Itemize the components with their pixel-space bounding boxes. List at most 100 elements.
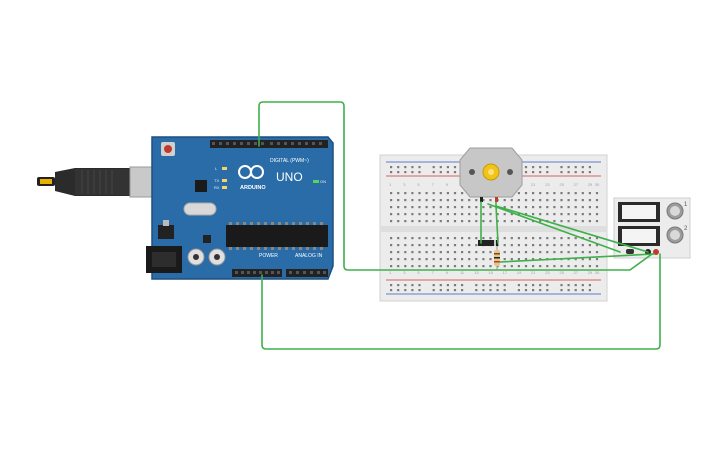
- terminal-hole[interactable]: [489, 251, 492, 254]
- rail-hole[interactable]: [560, 166, 563, 169]
- terminal-hole[interactable]: [539, 265, 542, 268]
- terminal-hole[interactable]: [524, 258, 528, 261]
- terminal-hole[interactable]: [397, 244, 400, 247]
- rail-hole[interactable]: [404, 171, 407, 174]
- terminal-hole[interactable]: [496, 213, 499, 216]
- terminal-hole[interactable]: [546, 265, 549, 268]
- terminal-hole[interactable]: [510, 251, 513, 254]
- rail-hole[interactable]: [496, 289, 499, 292]
- terminal-hole[interactable]: [397, 258, 400, 261]
- terminal-hole[interactable]: [524, 199, 528, 202]
- terminal-hole[interactable]: [439, 220, 442, 223]
- terminal-hole[interactable]: [446, 251, 449, 254]
- terminal-hole[interactable]: [468, 258, 471, 261]
- rail-hole[interactable]: [574, 289, 577, 292]
- terminal-hole[interactable]: [553, 237, 556, 240]
- rail-hole[interactable]: [453, 289, 457, 292]
- terminal-hole[interactable]: [453, 213, 457, 216]
- terminal-hole[interactable]: [532, 258, 535, 261]
- terminal-hole[interactable]: [446, 237, 449, 240]
- terminal-hole[interactable]: [425, 220, 428, 223]
- terminal-hole[interactable]: [411, 220, 414, 223]
- rail-hole[interactable]: [546, 284, 549, 287]
- terminal-hole[interactable]: [482, 220, 485, 223]
- rail-hole[interactable]: [446, 171, 449, 174]
- terminal-hole[interactable]: [453, 220, 457, 223]
- terminal-hole[interactable]: [404, 251, 407, 254]
- terminal-hole[interactable]: [595, 237, 599, 240]
- terminal-hole[interactable]: [595, 258, 599, 261]
- terminal-hole[interactable]: [397, 251, 400, 254]
- terminal-hole[interactable]: [482, 258, 485, 261]
- terminal-hole[interactable]: [489, 199, 492, 202]
- terminal-hole[interactable]: [439, 258, 442, 261]
- terminal-hole[interactable]: [546, 237, 549, 240]
- terminal-hole[interactable]: [517, 220, 520, 223]
- terminal-hole[interactable]: [503, 244, 506, 247]
- terminal-hole[interactable]: [517, 237, 520, 240]
- terminal-hole[interactable]: [567, 213, 570, 216]
- terminal-hole[interactable]: [390, 237, 393, 240]
- terminal-hole[interactable]: [468, 237, 471, 240]
- terminal-hole[interactable]: [439, 244, 442, 247]
- rail-hole[interactable]: [418, 284, 421, 287]
- terminal-hole[interactable]: [595, 244, 599, 247]
- rail-hole[interactable]: [567, 166, 570, 169]
- terminal-hole[interactable]: [581, 206, 584, 209]
- terminal-hole[interactable]: [390, 213, 393, 216]
- rail-hole[interactable]: [432, 166, 435, 169]
- rail-hole[interactable]: [475, 284, 478, 287]
- terminal-hole[interactable]: [453, 237, 457, 240]
- rail-hole[interactable]: [539, 289, 542, 292]
- terminal-hole[interactable]: [461, 199, 464, 202]
- terminal-hole[interactable]: [432, 258, 435, 261]
- terminal-hole[interactable]: [510, 220, 513, 223]
- terminal-hole[interactable]: [425, 199, 428, 202]
- terminal-hole[interactable]: [468, 244, 471, 247]
- dc-motor[interactable]: [459, 147, 523, 202]
- terminal-hole[interactable]: [461, 265, 464, 268]
- rail-hole[interactable]: [482, 289, 485, 292]
- terminal-hole[interactable]: [453, 258, 457, 261]
- terminal-hole[interactable]: [418, 265, 421, 268]
- rail-hole[interactable]: [581, 284, 584, 287]
- terminal-hole[interactable]: [595, 251, 599, 254]
- rail-hole[interactable]: [404, 289, 407, 292]
- terminal-hole[interactable]: [461, 237, 464, 240]
- rail-hole[interactable]: [411, 289, 414, 292]
- rail-hole[interactable]: [446, 166, 449, 169]
- rail-hole[interactable]: [397, 171, 400, 174]
- terminal-hole[interactable]: [539, 220, 542, 223]
- terminal-hole[interactable]: [446, 213, 449, 216]
- terminal-hole[interactable]: [482, 265, 485, 268]
- terminal-hole[interactable]: [404, 237, 407, 240]
- terminal-hole[interactable]: [439, 192, 442, 195]
- rail-hole[interactable]: [411, 284, 414, 287]
- terminal-hole[interactable]: [397, 213, 400, 216]
- terminal-hole[interactable]: [503, 213, 506, 216]
- terminal-hole[interactable]: [489, 258, 492, 261]
- terminal-hole[interactable]: [567, 220, 570, 223]
- terminal-hole[interactable]: [453, 265, 457, 268]
- terminal-hole[interactable]: [553, 220, 556, 223]
- terminal-hole[interactable]: [581, 251, 584, 254]
- terminal-hole[interactable]: [581, 192, 584, 195]
- terminal-hole[interactable]: [588, 206, 591, 209]
- terminal-hole[interactable]: [567, 237, 570, 240]
- rail-hole[interactable]: [461, 284, 464, 287]
- terminal-hole[interactable]: [574, 258, 577, 261]
- rail-hole[interactable]: [390, 171, 393, 174]
- terminal-hole[interactable]: [539, 251, 542, 254]
- terminal-hole[interactable]: [425, 265, 428, 268]
- terminal-hole[interactable]: [475, 265, 478, 268]
- terminal-hole[interactable]: [517, 199, 520, 202]
- wire-diode-to-motor[interactable]: [487, 203, 621, 253]
- terminal-hole[interactable]: [418, 199, 421, 202]
- terminal-hole[interactable]: [532, 206, 535, 209]
- terminal-hole[interactable]: [595, 199, 599, 202]
- rail-hole[interactable]: [524, 171, 528, 174]
- terminal-hole[interactable]: [532, 192, 535, 195]
- terminal-hole[interactable]: [560, 213, 563, 216]
- rail-hole[interactable]: [453, 171, 457, 174]
- terminal-hole[interactable]: [439, 199, 442, 202]
